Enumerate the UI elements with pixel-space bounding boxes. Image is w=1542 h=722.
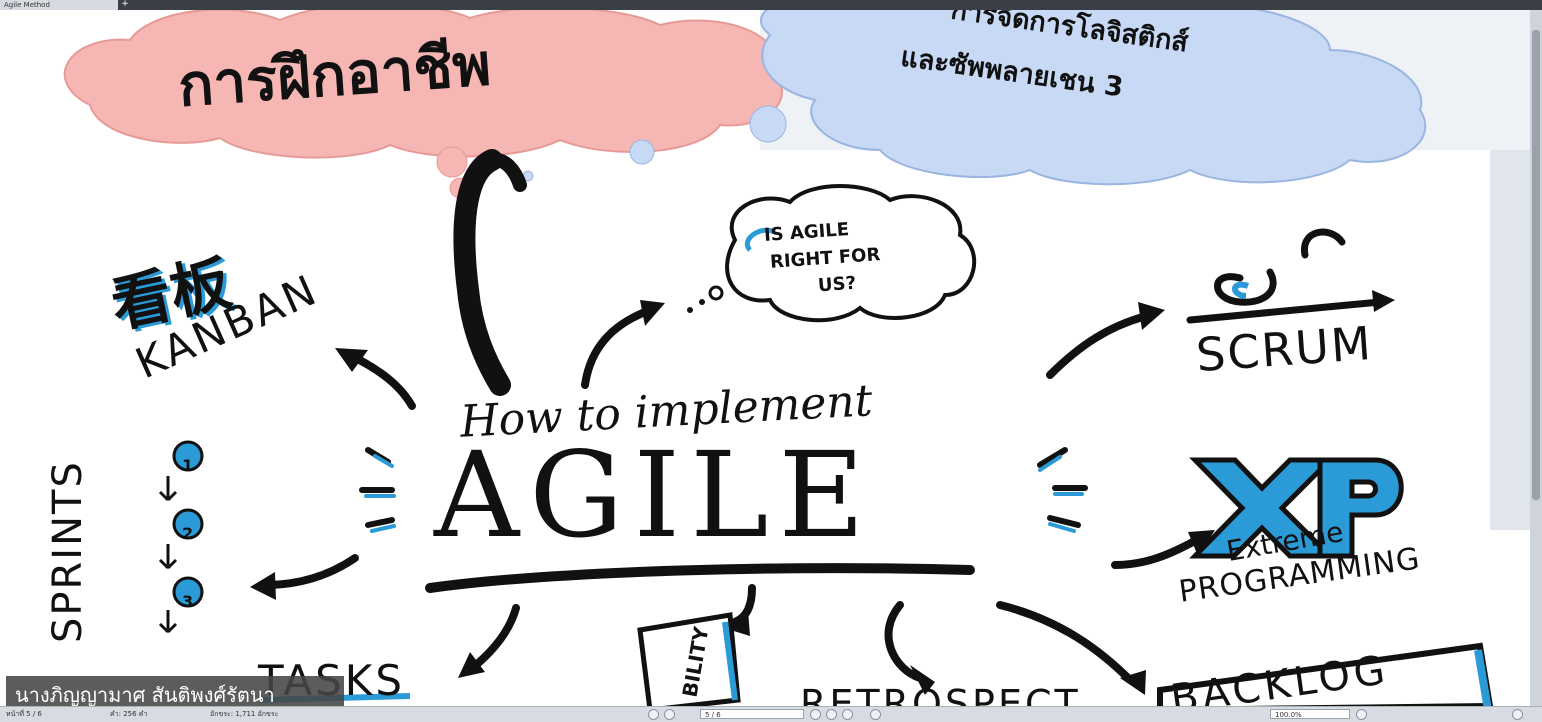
- agile-sketch: [63, 10, 1494, 706]
- char-count: อักขระ: 1,711 อักขระ: [210, 710, 279, 718]
- scrum-loop-icon: [1186, 228, 1384, 324]
- visibility-shield: [637, 612, 741, 706]
- next-page-button[interactable]: [664, 709, 675, 720]
- backlog-board: [1157, 642, 1494, 706]
- sprints-label: SPRINTS: [45, 460, 91, 643]
- tab-strip: Agile Method +: [0, 0, 1542, 10]
- hook-stroke: [453, 149, 511, 396]
- question-cloud: [725, 184, 977, 323]
- blue-bubble: [629, 139, 655, 165]
- word-count: คำ: 256 คำ: [110, 710, 148, 718]
- vertical-scrollbar[interactable]: [1530, 10, 1542, 706]
- tab-document[interactable]: Agile Method: [0, 0, 118, 10]
- sprint-number-2: 2: [182, 524, 194, 543]
- blue-bubble: [749, 105, 787, 143]
- presenter-caption: นางภิญญามาศ สันติพงศ์รัตนา: [6, 676, 344, 706]
- new-tab-button[interactable]: +: [121, 0, 129, 9]
- slide-canvas: การฝึกอาชีพ การจัดการโลจิสติกส์ และซัพพล…: [0, 10, 1530, 706]
- last-page-button[interactable]: [826, 709, 837, 720]
- zoom-out-button[interactable]: [1356, 709, 1367, 720]
- page-number-input[interactable]: 5 / 6: [700, 709, 804, 719]
- rotate-button[interactable]: [870, 709, 881, 720]
- subtitle-cloud: [760, 10, 1427, 186]
- sprint-number-1: 1: [182, 456, 194, 475]
- agile-underline: [425, 563, 975, 593]
- prev-page-button[interactable]: [648, 709, 659, 720]
- retrospect-label: RETROSPECT: [800, 682, 1081, 706]
- sprint-number-3: 3: [182, 592, 194, 611]
- page-info: หน้าที่ 5 / 6: [6, 710, 42, 718]
- status-bar: หน้าที่ 5 / 6 คำ: 256 คำ อักขระ: 1,711 อ…: [0, 706, 1542, 722]
- agile-title: AGILE: [434, 426, 875, 564]
- scrollbar-thumb[interactable]: [1532, 30, 1540, 500]
- fit-page-button[interactable]: [842, 709, 853, 720]
- background-panel-right: [1490, 150, 1530, 530]
- zoom-input[interactable]: 100.0%: [1270, 709, 1350, 719]
- sprint-markers: [158, 440, 204, 634]
- xp-logo: [1189, 457, 1404, 559]
- first-page-button[interactable]: [810, 709, 821, 720]
- pink-bubble: [436, 146, 468, 178]
- zoom-in-button[interactable]: [1512, 709, 1523, 720]
- question-line-3: US?: [817, 272, 857, 297]
- emphasis-dashes-right: [1037, 447, 1088, 528]
